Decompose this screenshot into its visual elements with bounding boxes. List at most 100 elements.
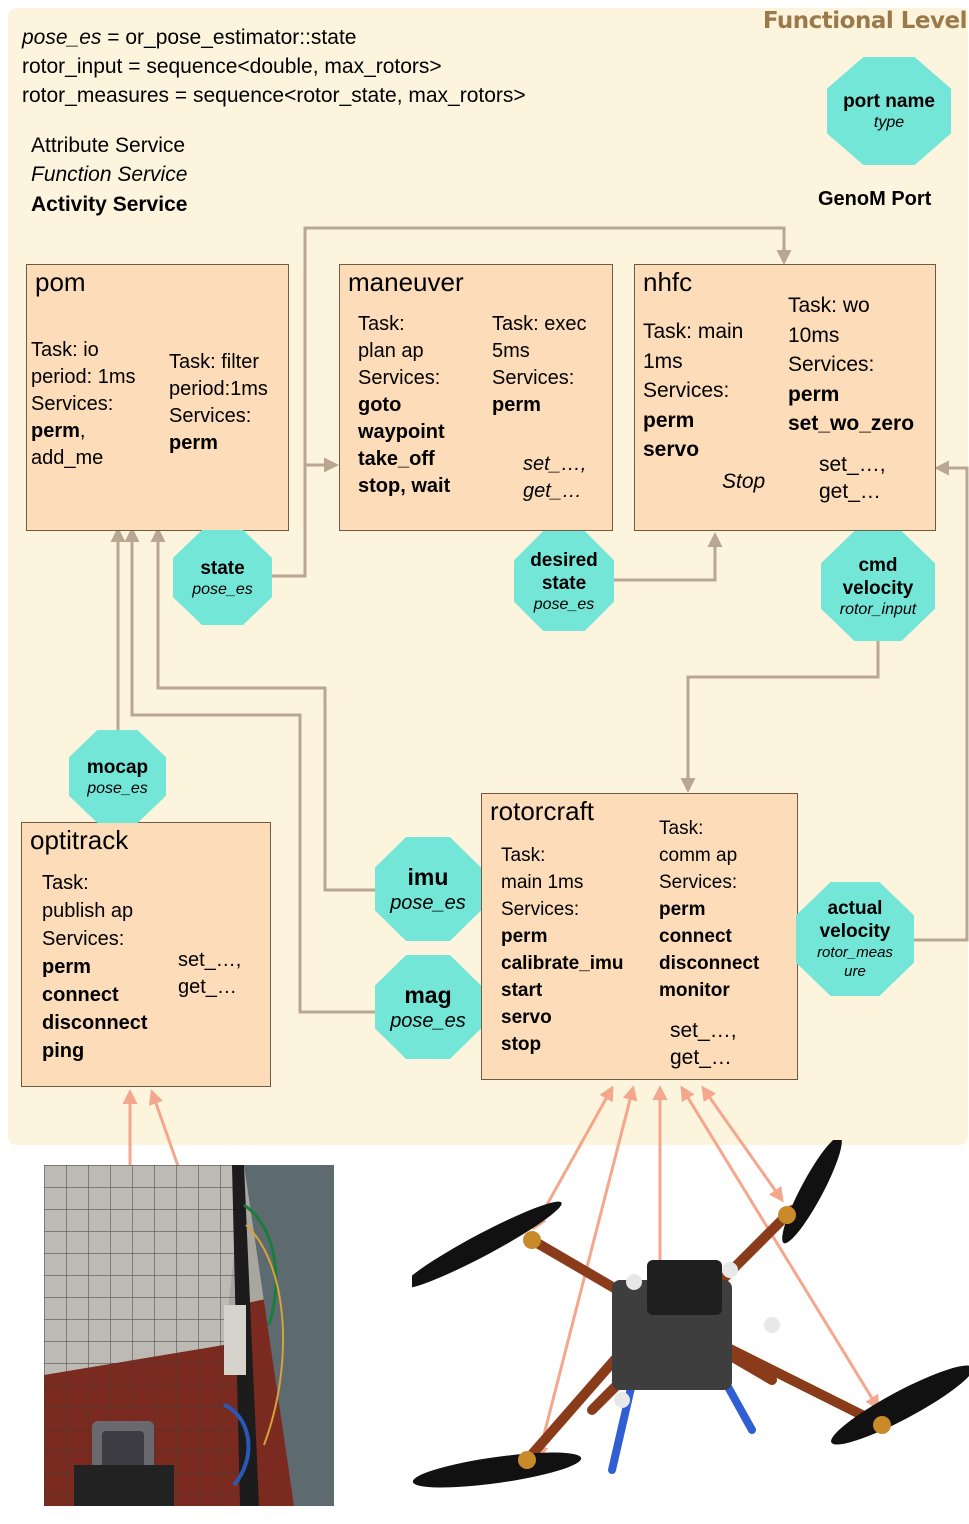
maneuver-exec-line: 5ms <box>492 340 530 362</box>
rotorcraft-comm-service: perm <box>659 899 706 920</box>
optitrack-attr-line: get_… <box>178 976 237 998</box>
type-def-pose-es-name: pose_es <box>22 26 102 49</box>
pom-filter-line: Task: filter <box>169 351 260 373</box>
functional-level-title: Functional Level <box>762 8 968 34</box>
maneuver-plan-service: stop, wait <box>358 475 451 497</box>
port-cmd-name: cmd <box>858 554 898 576</box>
nhfc-attr-line: set_…, <box>819 453 886 476</box>
maneuver-plan-line: Services: <box>358 367 441 389</box>
maneuver-plan-service: take_off <box>358 448 435 470</box>
legend-port-type: type <box>873 114 905 131</box>
maneuver-plan-service: waypoint <box>358 421 445 443</box>
wire-state-to-nhfc <box>268 226 792 578</box>
maneuver-name: maneuver <box>348 267 464 297</box>
port-mag[interactable]: mag pose_es <box>375 955 481 1059</box>
port-mocap[interactable]: mocap pose_es <box>69 730 166 823</box>
rotorcraft-comm-service: disconnect <box>659 953 760 974</box>
nhfc-wo-line: Task: wo <box>788 294 870 317</box>
port-imu[interactable]: imu pose_es <box>375 837 481 941</box>
legend-port-name: port name <box>843 91 935 112</box>
rotorcraft-comm-line: Services: <box>659 872 738 893</box>
component-optitrack[interactable]: optitrack Task: publish ap Services: per… <box>21 822 271 1087</box>
rotorcraft-comm-line: comm ap <box>659 845 738 866</box>
legend-function-service: Function Service <box>31 163 188 186</box>
component-rotorcraft[interactable]: rotorcraft Task: main 1ms Services: perm… <box>481 793 798 1080</box>
component-pom[interactable]: pom Task: io period: 1ms Services: perm,… <box>26 264 289 531</box>
port-mag-name: mag <box>404 981 452 1008</box>
nhfc-stop-service: Stop <box>722 470 766 493</box>
port-state[interactable]: state pose_es <box>173 530 272 625</box>
pom-task-io: Task: io period: 1ms Services: perm, add… <box>31 337 136 472</box>
nhfc-name: nhfc <box>643 267 693 297</box>
port-desired-state[interactable]: desired state pose_es <box>514 531 614 631</box>
rotorcraft-main-line: Services: <box>501 899 580 920</box>
rotorcraft-attr-line: get_… <box>670 1046 732 1069</box>
nhfc-wo-line: 10ms <box>788 323 840 347</box>
drone-photo <box>412 1140 969 1524</box>
nhfc-main-line: Task: main <box>643 320 744 343</box>
type-def-pose-es: pose_es = or_pose_estimator::state <box>22 26 356 50</box>
port-state-type: pose_es <box>192 580 253 598</box>
port-actual-velocity[interactable]: actual velocity rotor_meas ure <box>796 882 914 996</box>
rotorcraft-attribute-services: set_…, get_… <box>670 1017 737 1071</box>
port-desired-type: pose_es <box>533 595 595 613</box>
port-cmd-name: velocity <box>842 577 914 599</box>
nhfc-wo-service: set_wo_zero <box>788 412 915 435</box>
nhfc-attr-line: get_… <box>819 480 881 503</box>
port-mocap-type: pose_es <box>87 779 148 797</box>
legend-attribute-service: Attribute Service <box>31 134 186 157</box>
maneuver-exec-perm: perm <box>492 394 541 416</box>
nhfc-task-wo: Task: wo 10ms Services: perm set_wo_zero <box>788 291 914 439</box>
maneuver-fn-line: set_…, <box>523 453 587 475</box>
optitrack-service: perm <box>42 956 91 978</box>
rotorcraft-name: rotorcraft <box>490 796 595 826</box>
pom-io-add-me: add_me <box>31 447 104 469</box>
pom-filter-perm: perm <box>169 432 218 454</box>
optitrack-task: Task: publish ap Services: perm connect … <box>42 869 148 1065</box>
wire-desired-to-nhfc <box>612 532 723 582</box>
pom-filter-line: period:1ms <box>169 378 268 400</box>
rotorcraft-main-service: stop <box>501 1034 542 1055</box>
port-cmd-type: rotor_input <box>839 600 917 618</box>
port-actual-name: velocity <box>819 921 891 942</box>
maneuver-plan-line: plan ap <box>358 340 424 362</box>
rotorcraft-task-comm: Task: comm ap Services: perm connect dis… <box>659 815 759 1004</box>
type-def-pose-es-value: = or_pose_estimator::state <box>101 26 357 49</box>
nhfc-main-service: perm <box>643 408 695 432</box>
pom-io-line: period: 1ms <box>31 366 136 388</box>
port-actual-type: ure <box>844 963 866 980</box>
type-def-rotor-input: rotor_input = sequence<double, max_rotor… <box>22 55 442 78</box>
nhfc-main-line: 1ms <box>643 349 683 373</box>
nhfc-main-service: servo <box>643 438 700 461</box>
optitrack-attribute-services: set_…, get_… <box>178 947 241 1001</box>
optitrack-service: ping <box>42 1040 85 1062</box>
component-nhfc[interactable]: nhfc Task: main 1ms Services: perm servo… <box>634 264 936 531</box>
port-cmd-velocity[interactable]: cmd velocity rotor_input <box>821 531 935 641</box>
legend-port-shape: port name type <box>827 57 951 165</box>
optitrack-attr-line: set_…, <box>178 949 242 971</box>
maneuver-fn-line: get_… <box>523 480 582 502</box>
sensor-arrow-prop-fr <box>701 1085 784 1203</box>
wire-actual-to-nhfc <box>910 460 969 942</box>
nhfc-stop: Stop <box>722 468 765 495</box>
nhfc-wo-line: Services: <box>788 353 875 376</box>
mocap-camera-illustration <box>44 1165 334 1506</box>
optitrack-name: optitrack <box>30 825 129 855</box>
nhfc-wo-service: perm <box>788 382 840 406</box>
maneuver-task-exec: Task: exec 5ms Services: perm <box>492 311 586 419</box>
rotorcraft-main-line: Task: <box>501 845 546 866</box>
nhfc-main-line: Services: <box>643 379 730 402</box>
component-maneuver[interactable]: maneuver Task: plan ap Services: goto wa… <box>339 264 613 531</box>
optitrack-task-line: publish ap <box>42 900 134 922</box>
maneuver-plan-line: Task: <box>358 313 405 335</box>
rotorcraft-comm-service: monitor <box>659 980 730 1001</box>
maneuver-function-services: set_…, get_… <box>523 451 586 505</box>
optitrack-service: disconnect <box>42 1012 148 1034</box>
port-desired-name: desired <box>530 549 598 571</box>
legend-activity-service: Activity Service <box>31 193 188 216</box>
nhfc-attribute-services: set_…, get_… <box>819 451 886 505</box>
pom-filter-line: Services: <box>169 405 252 427</box>
rotorcraft-main-service: calibrate_imu <box>501 953 624 974</box>
type-def-rotor-measures: rotor_measures = sequence<rotor_state, m… <box>22 84 526 107</box>
port-state-name: state <box>200 557 245 579</box>
